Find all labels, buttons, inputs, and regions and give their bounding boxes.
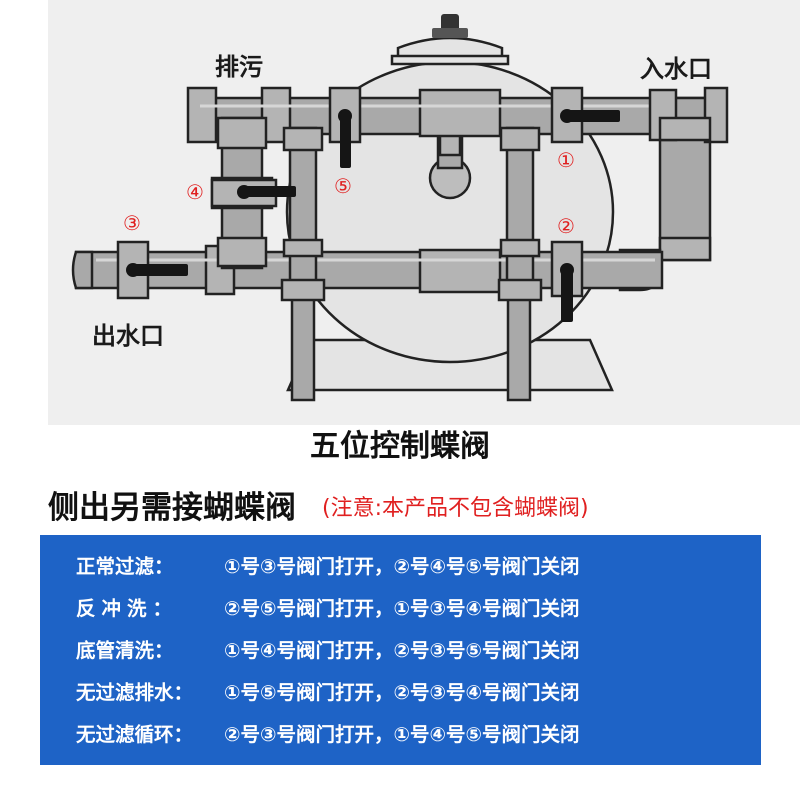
- mode-name: 反冲洗：: [76, 597, 179, 620]
- mode-panel: 正常过滤：①号③号阀门打开，②号④号⑤号阀门关闭 反冲洗：②号⑤号阀门打开，①号…: [40, 535, 761, 765]
- valve-5: [328, 86, 362, 168]
- mode-open: ②号③号阀门打开，: [224, 723, 394, 746]
- inlet-label: 入水口: [640, 55, 712, 83]
- subtitle: 侧出另需接蝴蝶阀: [48, 490, 296, 526]
- valve-2-number: ②: [557, 214, 575, 238]
- mode-open: ②号⑤号阀门打开，: [224, 597, 394, 620]
- mode-open: ①号⑤号阀门打开，: [224, 681, 394, 704]
- mode-closed: ①号③号④号阀门关闭: [393, 597, 580, 620]
- pipe-legs: [290, 290, 532, 402]
- mode-closed: ②号③号④号阀门关闭: [393, 681, 580, 704]
- mode-name: 底管清洗：: [76, 639, 174, 662]
- mode-name: 无过滤循环：: [76, 723, 194, 746]
- valve-3: [116, 240, 188, 300]
- mode-row: 正常过滤： ①号③号阀门打开，②号④号⑤号阀门关闭: [76, 547, 580, 587]
- subtitle-row: 侧出另需接蝴蝶阀 (注意:本产品不包含蝴蝶阀): [48, 482, 589, 527]
- valve-2: [550, 240, 584, 322]
- mode-row: 底管清洗： ①号④号阀门打开，②号③号⑤号阀门关闭: [76, 631, 580, 671]
- valve-1-number: ①: [557, 148, 575, 172]
- mode-closed: ②号③号⑤号阀门关闭: [393, 639, 580, 662]
- mode-open: ①号③号阀门打开，: [224, 555, 394, 578]
- outlet-label: 出水口: [92, 322, 164, 350]
- valve-1: [550, 86, 620, 144]
- valve-4: [210, 178, 296, 208]
- diagram-caption: 五位控制蝶阀: [310, 429, 490, 464]
- mode-open: ①号④号阀门打开，: [224, 639, 394, 662]
- mode-name: 正常过滤：: [76, 555, 174, 578]
- valve-4-number: ④: [186, 180, 204, 204]
- mode-name: 无过滤排水：: [76, 681, 194, 704]
- mode-closed: ①号④号⑤号阀门关闭: [393, 723, 580, 746]
- inner-verticals: [280, 126, 543, 302]
- mode-row: 无过滤循环： ②号③号阀门打开，①号④号⑤号阀门关闭: [76, 715, 580, 755]
- mode-row: 反冲洗： ②号⑤号阀门打开，①号③号④号阀门关闭: [76, 589, 580, 629]
- mode-closed: ②号④号⑤号阀门关闭: [393, 555, 580, 578]
- valve-3-number: ③: [123, 211, 141, 235]
- disclaimer-note: (注意:本产品不包含蝴蝶阀): [322, 496, 589, 521]
- top-pipe: [186, 86, 712, 144]
- drain-label: 排污: [215, 53, 263, 81]
- mode-row: 无过滤排水： ①号⑤号阀门打开，②号③号④号阀门关闭: [76, 673, 580, 713]
- filter-tank: [285, 14, 615, 392]
- pipe-diagram: .pipe { fill: #a9a9a9; stroke: #222; str…: [71, 14, 729, 402]
- valve-5-number: ⑤: [334, 174, 352, 198]
